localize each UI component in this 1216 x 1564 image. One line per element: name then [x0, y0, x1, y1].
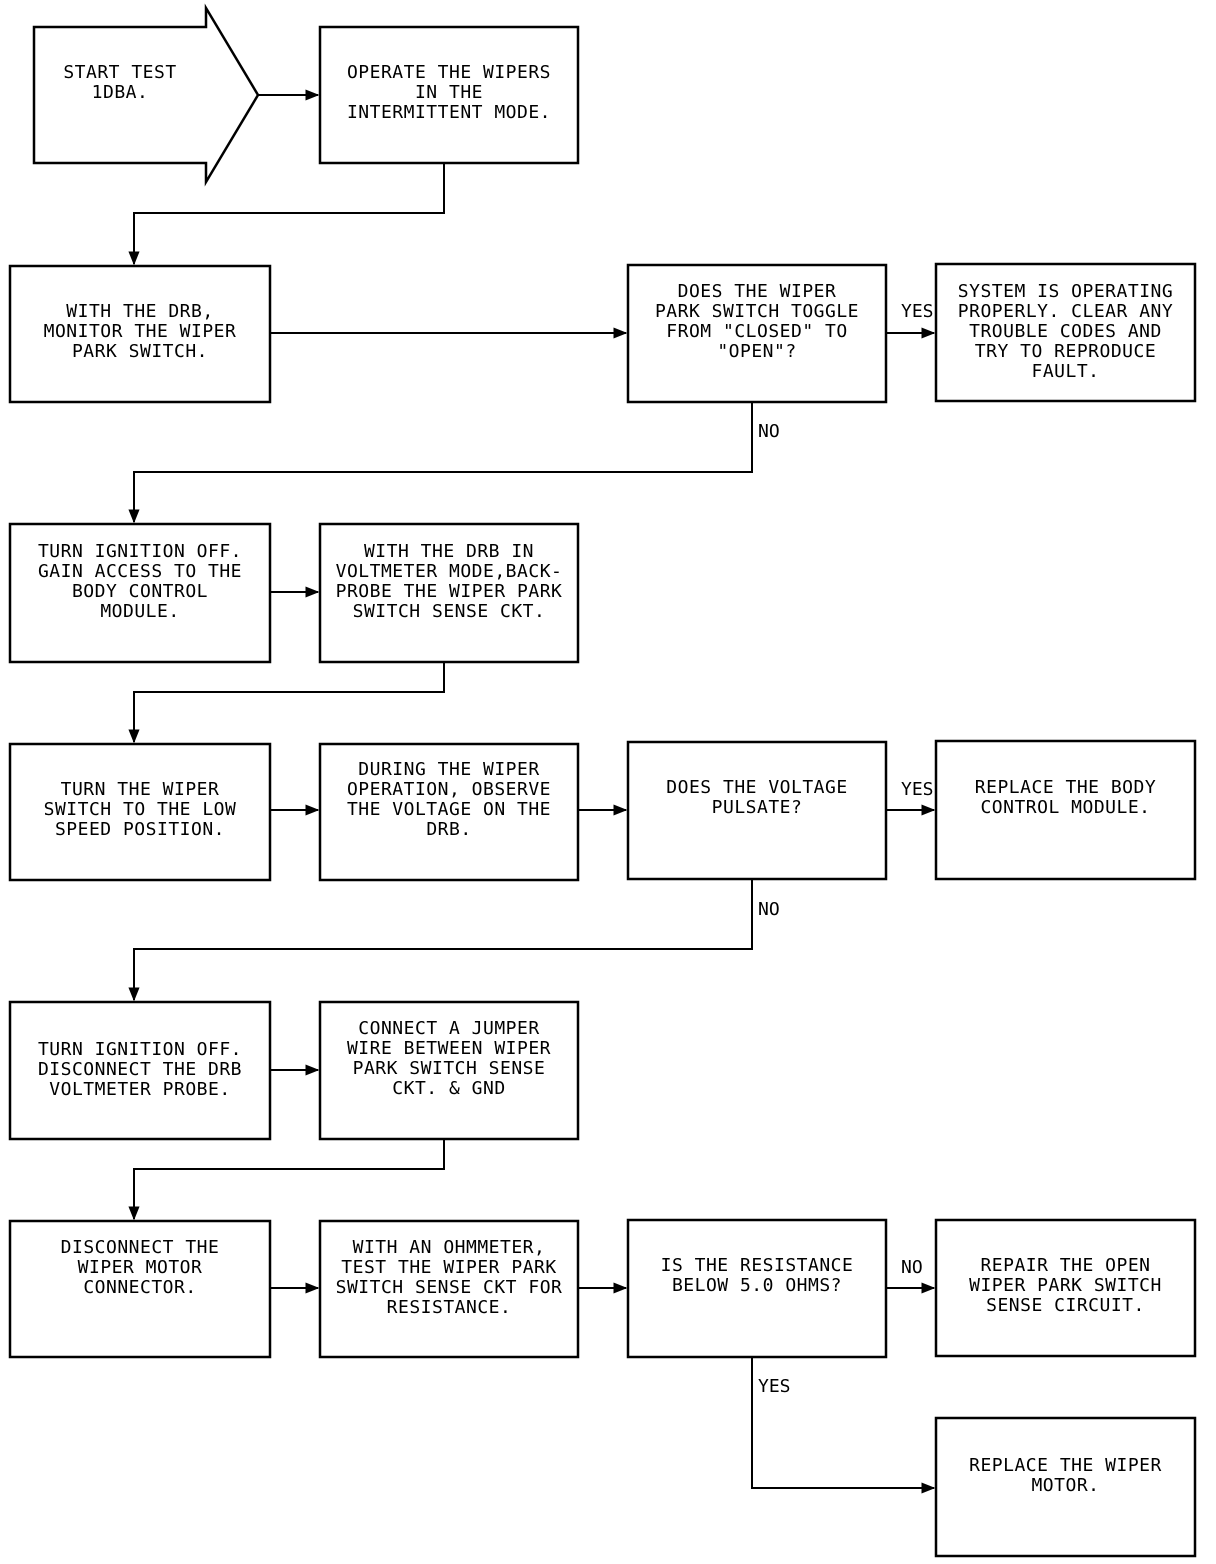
box-system-ok	[934, 262, 1197, 403]
box-repair-circuit	[934, 1218, 1197, 1358]
step-observe: DURING THE WIPER OPERATION, OBSERVE THE …	[346, 759, 552, 840]
box-monitor	[8, 264, 272, 404]
step-replace-bcm: REPLACE THE BODY CONTROL MODULE.	[974, 777, 1157, 818]
branch-toggle-no: NO	[758, 421, 780, 442]
connector-pulsate-no	[128, 879, 753, 1002]
step-system-ok: SYSTEM IS OPERATING PROPERLY. CLEAR ANY …	[957, 281, 1174, 382]
branch-toggle-yes: YES	[901, 301, 934, 322]
branch-resistance-no: NO	[901, 1257, 923, 1278]
branch-pulsate-yes: YES	[901, 779, 934, 800]
step-jumper: CONNECT A JUMPER WIRE BETWEEN WIPER PARK…	[346, 1018, 552, 1099]
step-ign-off-probe: TURN IGNITION OFF. DISCONNECT THE DRB VO…	[37, 1039, 243, 1100]
branch-pulsate-no: NO	[758, 899, 780, 920]
box-q-toggle	[626, 263, 888, 404]
step-q-toggle: DOES THE WIPER PARK SWITCH TOGGLE FROM "…	[654, 281, 860, 362]
box-ign-off-bcm	[8, 522, 272, 664]
connector-voltmeter-low	[128, 662, 445, 744]
connector-toggle-no	[128, 402, 753, 524]
step-voltmeter: WITH THE DRB IN VOLTMETER MODE,BACK- PRO…	[335, 541, 563, 622]
box-replace-bcm	[934, 739, 1197, 881]
box-ohmmeter	[318, 1219, 580, 1359]
box-operate	[318, 25, 580, 165]
step-wiper-low: TURN THE WIPER SWITCH TO THE LOW SPEED P…	[43, 779, 237, 840]
branch-resistance-yes: YES	[758, 1376, 791, 1397]
box-jumper	[318, 1000, 580, 1141]
box-replace-motor	[934, 1416, 1197, 1558]
step-start: START TEST 1DBA.	[63, 62, 177, 103]
start-arrow-shape	[32, 3, 260, 187]
step-disconnect-motor: DISCONNECT THE WIPER MOTOR CONNECTOR.	[60, 1237, 220, 1298]
connector-operate-monitor	[128, 163, 445, 266]
step-q-pulsate: DOES THE VOLTAGE PULSATE?	[666, 777, 848, 818]
box-disconnect-motor	[8, 1219, 272, 1359]
box-voltmeter	[318, 522, 580, 664]
box-observe	[318, 742, 580, 882]
step-operate: OPERATE THE WIPERS IN THE INTERMITTENT M…	[346, 62, 552, 123]
box-q-resistance	[626, 1218, 888, 1359]
connector-resistance-yes	[751, 1357, 936, 1494]
step-monitor: WITH THE DRB, MONITOR THE WIPER PARK SWI…	[43, 301, 237, 362]
step-repair-circuit: REPAIR THE OPEN WIPER PARK SWITCH SENSE …	[969, 1255, 1162, 1316]
connector-jumper-motor	[128, 1139, 445, 1221]
step-ign-off-bcm: TURN IGNITION OFF. GAIN ACCESS TO THE BO…	[37, 541, 243, 622]
step-q-resistance: IS THE RESISTANCE BELOW 5.0 OHMS?	[660, 1255, 854, 1296]
box-wiper-low	[8, 742, 272, 882]
step-replace-motor: REPLACE THE WIPER MOTOR.	[969, 1455, 1162, 1496]
step-ohmmeter: WITH AN OHMMETER, TEST THE WIPER PARK SW…	[335, 1237, 563, 1318]
